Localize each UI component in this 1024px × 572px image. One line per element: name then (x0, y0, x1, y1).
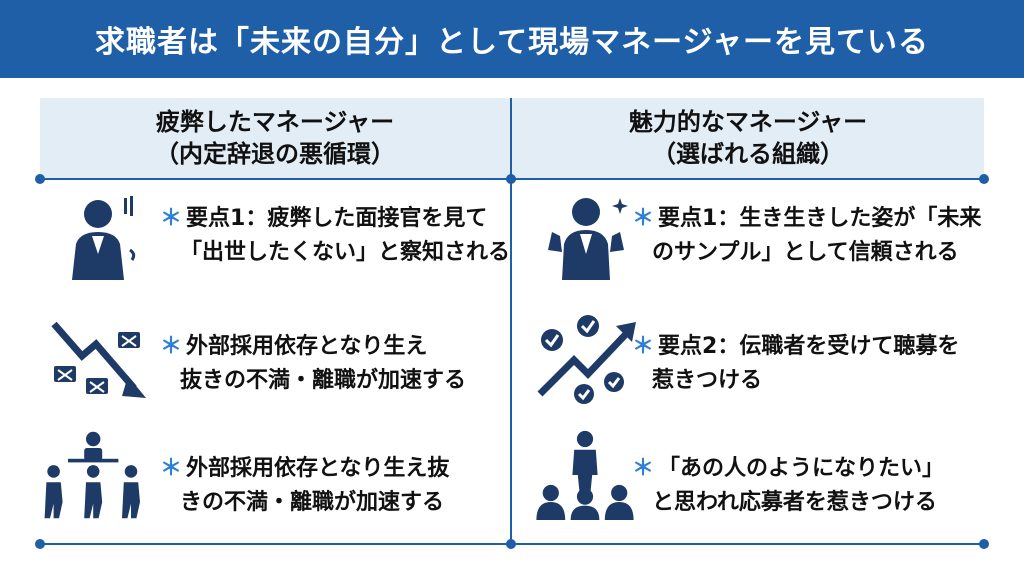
declining-arrow-briefcase-icon (51, 321, 146, 398)
right-item-3-line1: 「あの人のようになりたい」 (658, 456, 945, 481)
left-item-1-line1: 要点1：疲弊した面接官を見て (186, 206, 488, 231)
bullet-asterisk-icon: ＊ (160, 456, 183, 481)
left-column-title: 疲弊したマネージャー (155, 108, 395, 136)
divider-dot (506, 539, 516, 549)
left-item-2-line1: 外部採用依存となり生え (186, 334, 428, 359)
divider-dot (979, 174, 989, 184)
center-divider (510, 98, 512, 544)
left-column-subtitle: （内定辞退の悪循環） (155, 140, 395, 168)
people-leaving-icon (44, 431, 140, 519)
left-item-1-line2: 「出世したくない」と察知される (180, 240, 511, 265)
rising-arrow-check-icon (537, 315, 636, 404)
divider-dot (35, 174, 45, 184)
bullet-asterisk-icon: ＊ (632, 334, 655, 359)
divider-dot (506, 174, 516, 184)
bullet-asterisk-icon: ＊ (632, 456, 655, 481)
right-item-2-line2: 惹きつける (652, 368, 763, 393)
left-item-3-line2: きの不満・離職が加速する (180, 490, 445, 515)
left-item-3-line1: 外部採用依存となり生え抜 (186, 456, 450, 481)
right-item-3-line2: と思われ応募者を惹きつける (652, 490, 937, 515)
page-title: 求職者は「未来の自分」として現場マネージャーを見ている (0, 0, 1024, 78)
left-item-2-line2: 抜きの不満・離職が加速する (180, 368, 467, 393)
right-item-1-line2: のサンプル」として信頼される (652, 240, 959, 265)
energetic-manager-icon (548, 198, 628, 280)
left-column-header: 疲弊したマネージャー （内定辞退の悪循環） (40, 98, 510, 178)
divider-dot (35, 539, 45, 549)
leader-audience-icon (536, 430, 634, 520)
right-item-1-line1: 要点1：生き生きした姿が「未来 (658, 206, 982, 231)
right-column-title: 魅力的なマネージャー (628, 108, 868, 136)
right-column-subtitle: （選ばれる組織） (652, 140, 844, 168)
bullet-asterisk-icon: ＊ (160, 334, 183, 359)
right-column-header: 魅力的なマネージャー （選ばれる組織） (512, 98, 984, 178)
divider-dot (979, 539, 989, 549)
bullet-asterisk-icon: ＊ (160, 206, 183, 231)
bullet-asterisk-icon: ＊ (632, 206, 655, 231)
right-item-2-line1: 要点2：伝職者を受けて聴募を (658, 334, 960, 359)
tired-manager-icon (72, 196, 136, 280)
